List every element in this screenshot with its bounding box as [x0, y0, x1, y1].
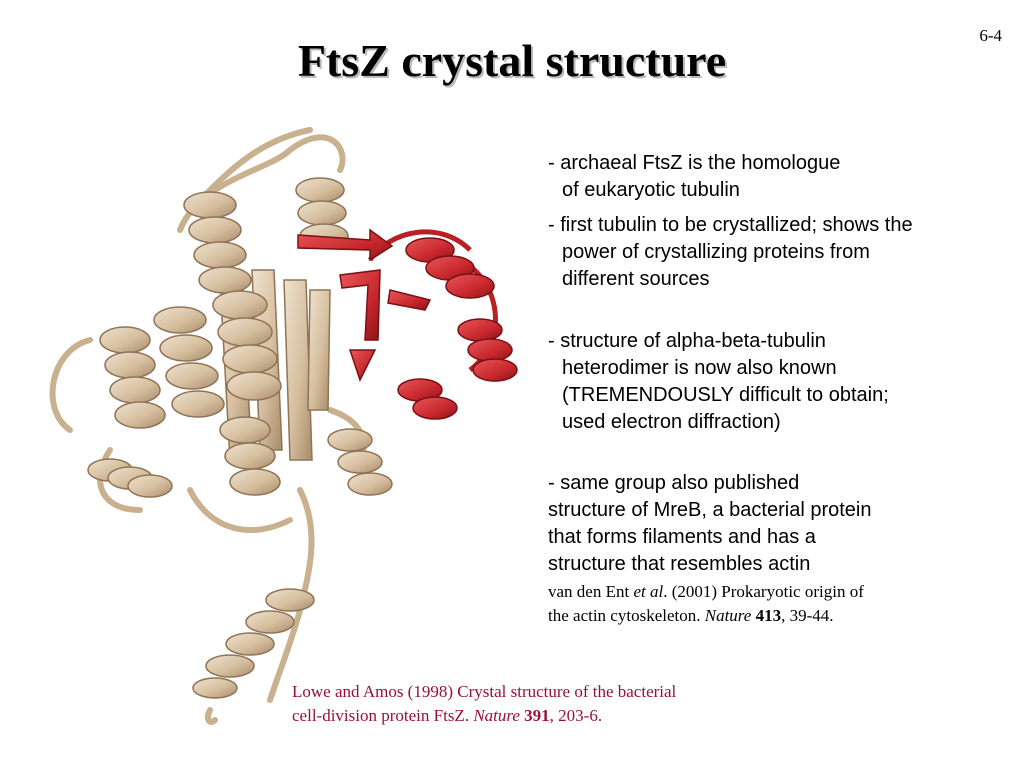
bullet-item: - archaeal FtsZ is the homologue of euka…	[548, 152, 841, 201]
lowe-amos-reference: Lowe and Amos (1998) Crystal structure o…	[292, 682, 677, 725]
slide-number: 6-4	[979, 26, 1002, 45]
protein-ribbon-structure	[49, 127, 518, 725]
tan-helices	[87, 177, 393, 699]
bullet-item: - structure of alpha-beta-tubulin hetero…	[548, 330, 889, 433]
bullet-item: - same group also published structure of…	[548, 472, 872, 575]
page-title: FtsZ crystal structure	[297, 35, 727, 86]
mreb-reference: van den Ent et al. (2001) Prokaryotic or…	[548, 582, 864, 625]
bullet-item: - first tubulin to be crystallized; show…	[548, 214, 913, 290]
red-domain	[297, 228, 518, 420]
